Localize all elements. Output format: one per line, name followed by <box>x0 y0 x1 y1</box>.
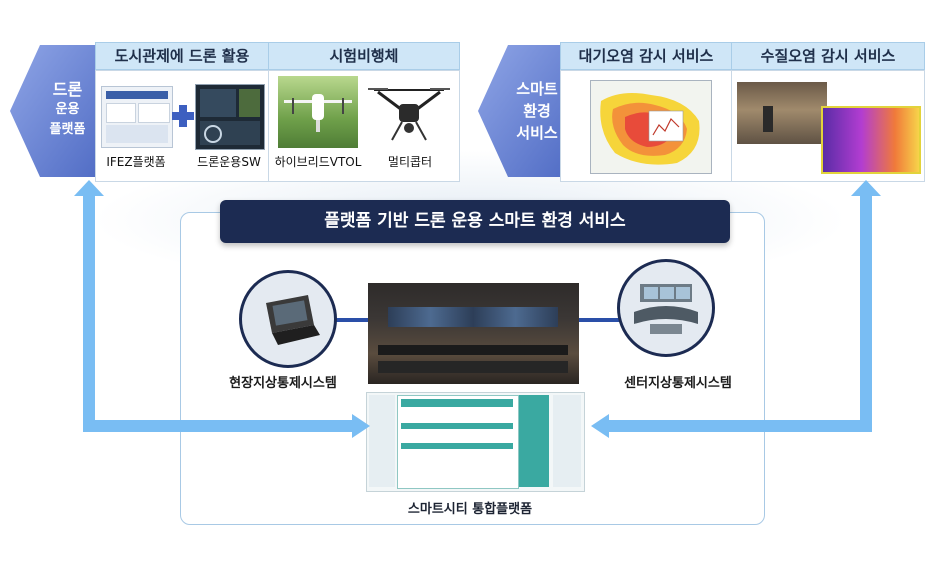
tab-city-control: 도시관제에 드론 활용 <box>95 42 269 70</box>
tab-air-pollution: 대기오염 감시 서비스 <box>560 42 732 70</box>
vtol-drone-icon <box>284 94 352 132</box>
control-room-photo <box>368 283 579 384</box>
plus-icon <box>172 105 194 127</box>
air-pollution-map <box>590 80 712 174</box>
integrated-platform-diagram <box>366 392 585 492</box>
pollution-heatmap-icon <box>600 93 700 165</box>
control-console-icon <box>634 284 698 334</box>
caption-hybrid-vtol: 하이브리드VTOL <box>274 155 362 169</box>
right-return-arrow <box>591 180 881 438</box>
rugged-laptop-icon <box>266 295 320 345</box>
caption-ifez: IFEZ플랫폼 <box>106 155 166 169</box>
field-station-circle <box>239 270 337 368</box>
left-chevron-shape <box>10 45 105 177</box>
water-thermal-image <box>821 106 921 174</box>
water-drone-photo <box>737 82 827 144</box>
tab-water-pollution: 수질오염 감시 서비스 <box>731 42 925 70</box>
caption-drone-sw: 드론운용SW <box>197 155 261 169</box>
hybrid-vtol-photo <box>278 76 358 148</box>
right-group-label: 스마트 환경 서비스 <box>516 80 558 142</box>
field-station-label: 현장지상통제시스템 <box>229 376 337 391</box>
right-chevron-shape <box>478 45 573 177</box>
left-group-label: 드론 운용 플랫폼 <box>49 80 86 137</box>
connector-left <box>325 318 370 322</box>
caption-multicopter: 멀티콥터 <box>387 155 433 169</box>
center-station-label: 센터지상통제시스템 <box>624 376 732 391</box>
platform-label: 스마트시티 통합플랫폼 <box>407 502 533 517</box>
multicopter-drone-icon <box>368 88 450 141</box>
center-banner: 플랫폼 기반 드론 운용 스마트 환경 서비스 <box>220 200 730 243</box>
multicopter-photo <box>366 80 452 146</box>
connector-right <box>578 318 623 322</box>
ifez-platform-screenshot <box>101 86 173 148</box>
left-return-arrow <box>74 180 370 438</box>
center-station-circle <box>617 259 715 357</box>
tab-test-aircraft: 시험비행체 <box>268 42 460 70</box>
drone-sw-screenshot <box>195 84 265 150</box>
